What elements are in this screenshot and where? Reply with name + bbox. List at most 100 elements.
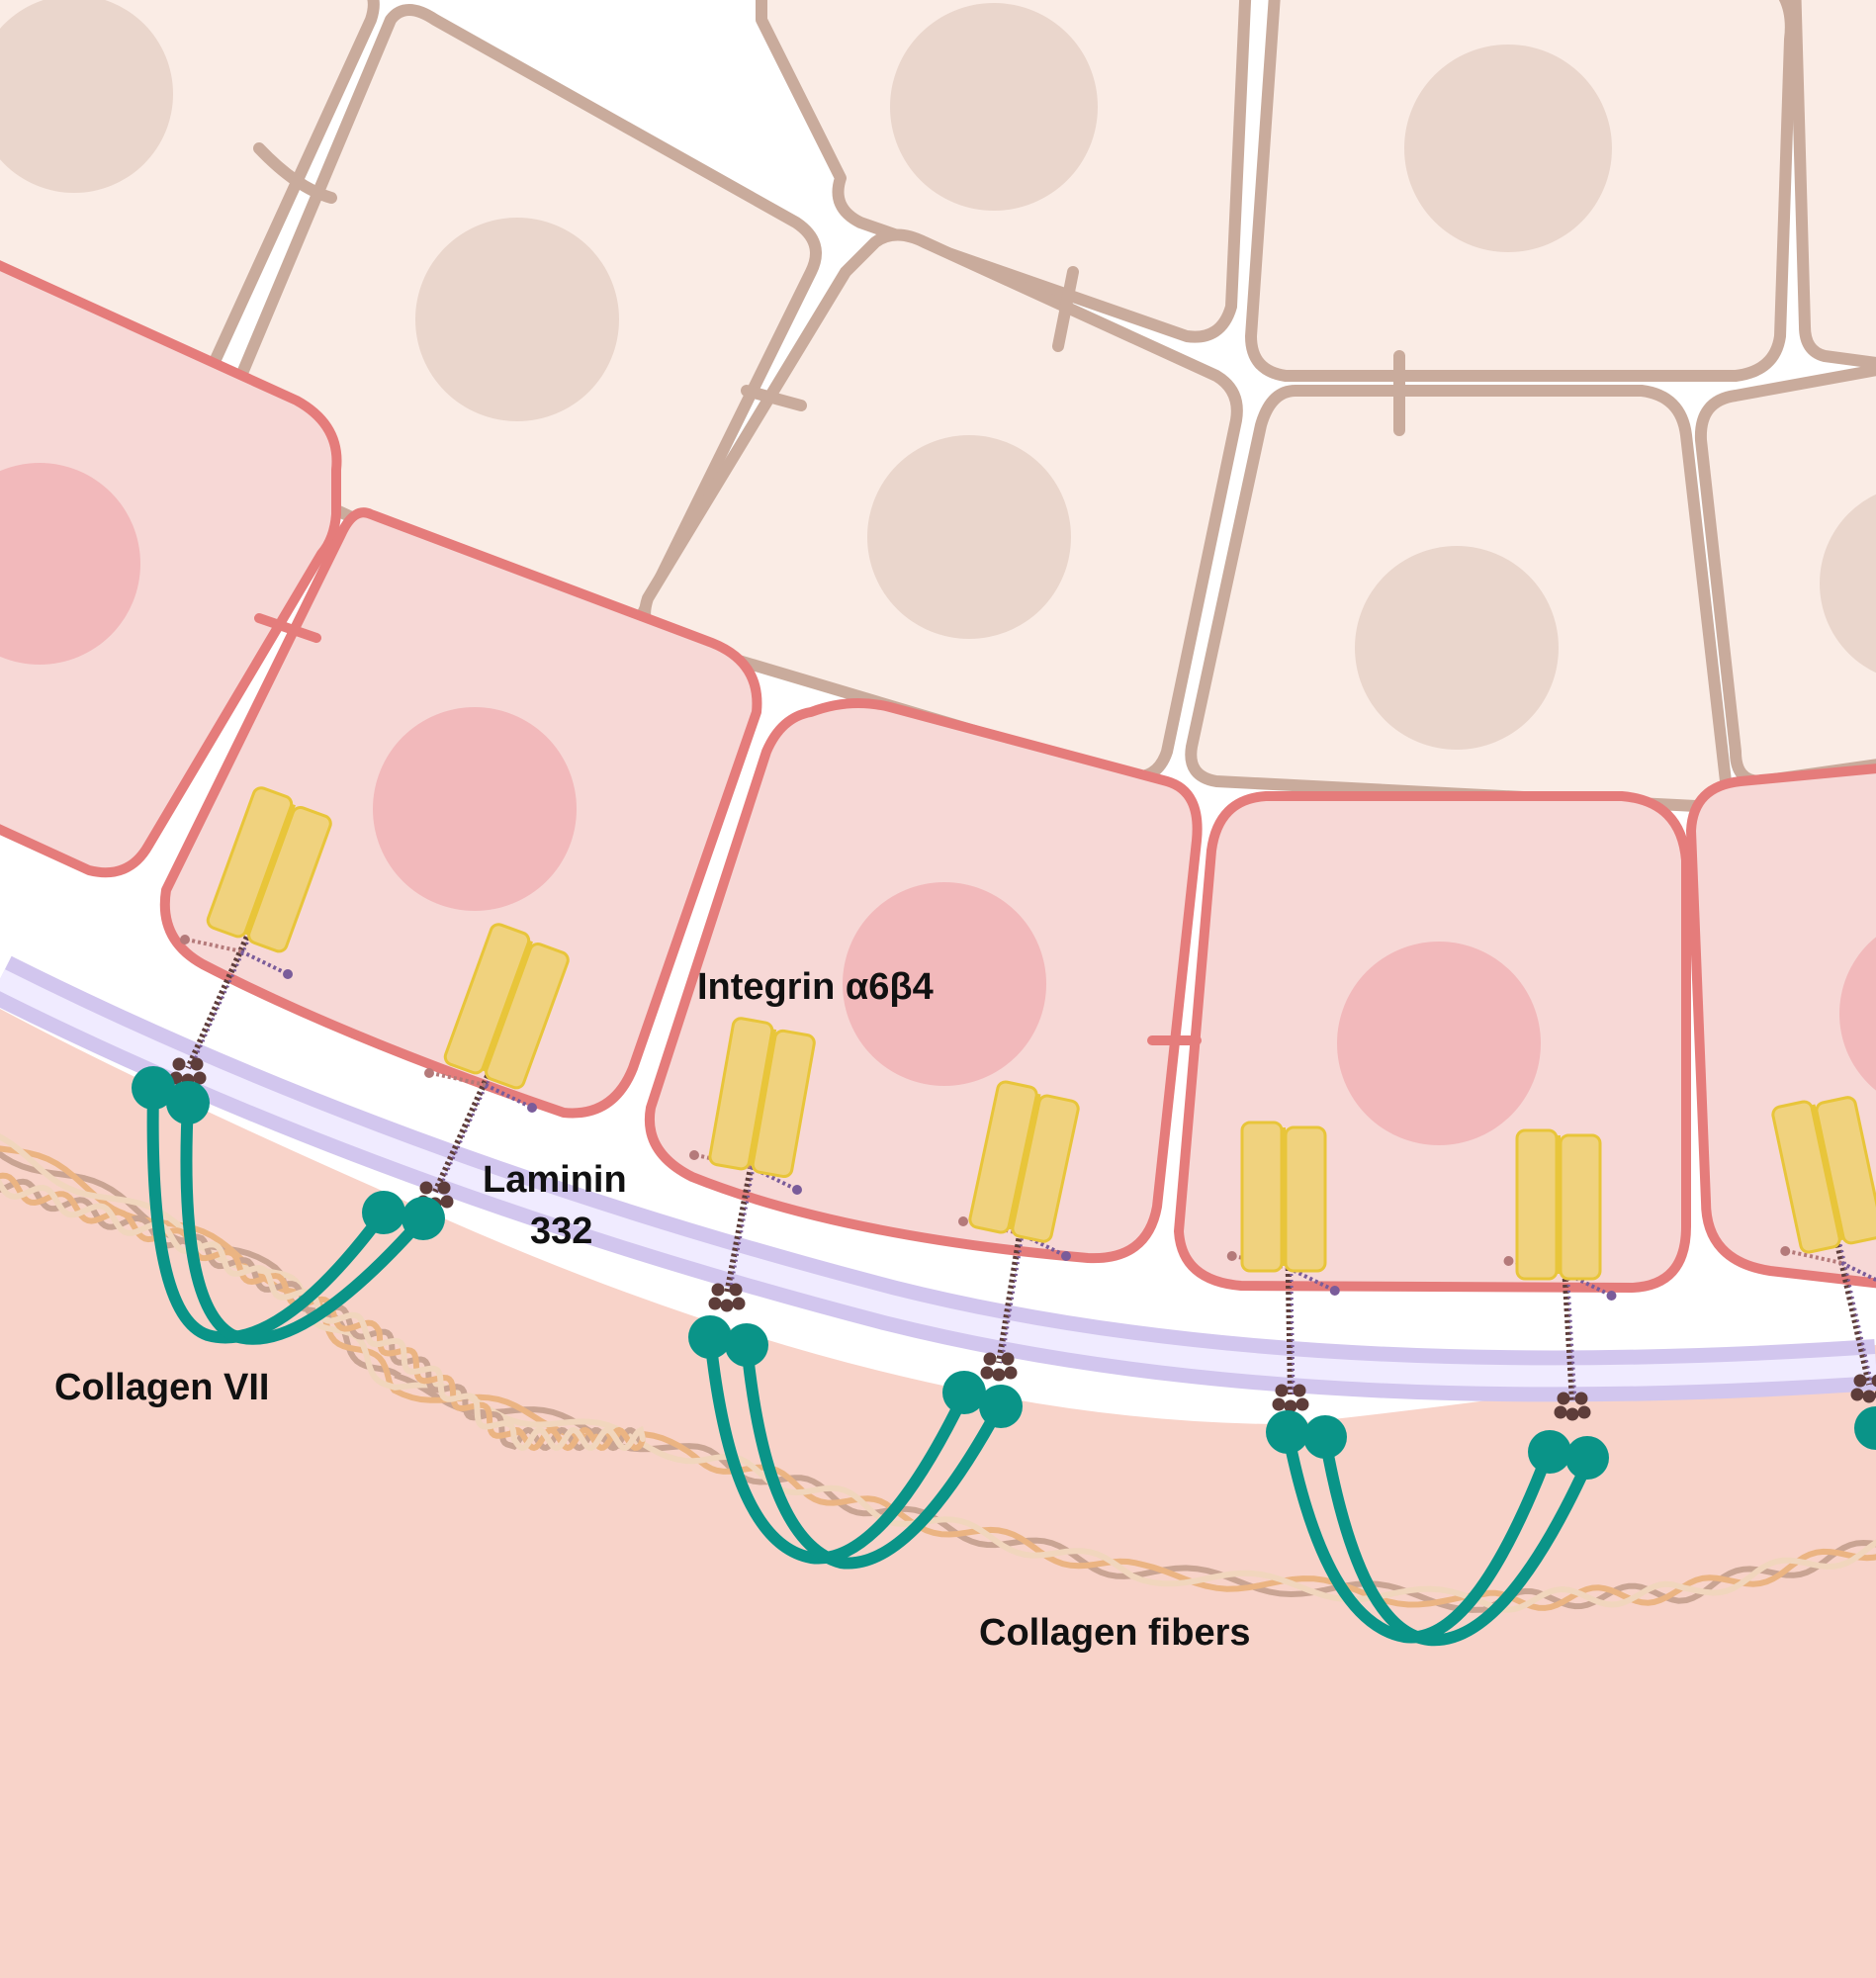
nucleus bbox=[0, 463, 140, 665]
laminin-arm-knob bbox=[689, 1150, 699, 1160]
laminin-strand bbox=[1833, 1220, 1874, 1386]
collagen-vii-heads bbox=[132, 1066, 1876, 1480]
laminin-strand bbox=[1560, 1230, 1575, 1403]
integrin-seam bbox=[482, 940, 533, 1072]
basal-junctions bbox=[254, 613, 1202, 1045]
cell-junctions bbox=[253, 142, 1405, 436]
integrin-a6b4 bbox=[708, 1017, 816, 1179]
laminin-arm-knob bbox=[1226, 1251, 1237, 1261]
laminin-strand bbox=[1563, 1230, 1577, 1403]
nucleus bbox=[867, 435, 1071, 639]
label-collagen-vii: Collagen VII bbox=[54, 1367, 269, 1408]
laminin-arm-knob bbox=[792, 1185, 802, 1195]
collagen-vii-fibril bbox=[741, 1339, 1007, 1570]
integrin-a6b4 bbox=[1240, 1121, 1327, 1273]
lamina-densa-light bbox=[0, 969, 1876, 1388]
laminin-strand bbox=[996, 1191, 1029, 1364]
laminin-terminal bbox=[729, 1283, 743, 1297]
nucleus bbox=[415, 218, 619, 421]
collagen-vii-head bbox=[942, 1371, 986, 1414]
collagen-vii-head bbox=[979, 1385, 1023, 1428]
collagen-vii-fibril bbox=[704, 1331, 970, 1565]
integrin-alpha6 bbox=[968, 1080, 1038, 1234]
integrin-beta4 bbox=[247, 805, 332, 953]
collagen-vii-head bbox=[1266, 1410, 1309, 1454]
collagen-vii-fibril bbox=[180, 1097, 426, 1345]
suprabasal-cell bbox=[1789, 0, 1876, 369]
nucleus bbox=[890, 3, 1098, 211]
laminin-strand bbox=[185, 908, 262, 1070]
integrin-a6b4 bbox=[206, 786, 332, 953]
laminin-terminal bbox=[1862, 1390, 1876, 1403]
integrin-beta4 bbox=[1284, 1125, 1327, 1273]
collagen-vii-head bbox=[725, 1323, 768, 1367]
laminin-terminal bbox=[1577, 1405, 1591, 1419]
junction bbox=[741, 385, 807, 411]
collagen-fiber-strand bbox=[0, 1178, 646, 1452]
integrin-beta4 bbox=[1815, 1096, 1876, 1245]
laminin-terminal bbox=[419, 1181, 433, 1195]
laminin-terminal bbox=[1001, 1352, 1015, 1366]
nucleus bbox=[1337, 942, 1541, 1145]
laminin-arm-knob bbox=[283, 969, 293, 979]
integrin-a6b4 bbox=[968, 1080, 1080, 1243]
nucleus bbox=[1820, 494, 1876, 674]
integrin-a6b4 bbox=[1515, 1128, 1602, 1281]
laminin-arm-knob bbox=[1329, 1286, 1340, 1296]
label-laminin-line2: 332 bbox=[530, 1211, 592, 1252]
laminin-terminal bbox=[1853, 1374, 1867, 1388]
nucleus bbox=[1355, 546, 1559, 750]
collagen-fiber-strand bbox=[0, 1172, 646, 1452]
collagen-vii-head bbox=[1565, 1436, 1609, 1480]
label-laminin-line1: Laminin bbox=[483, 1159, 627, 1201]
collagen-vii-fibril bbox=[146, 1082, 387, 1344]
laminin-arm-knob bbox=[1780, 1246, 1791, 1256]
laminin-arm-knob bbox=[1061, 1251, 1071, 1261]
laminin-terminal bbox=[720, 1299, 734, 1312]
integrin-alpha6 bbox=[1771, 1100, 1841, 1254]
laminin-strand bbox=[728, 1124, 763, 1295]
collagen-vii-group bbox=[146, 1082, 1593, 1647]
laminin-terminal bbox=[190, 1057, 204, 1071]
laminin-terminal bbox=[1272, 1397, 1286, 1411]
laminin-strand bbox=[1830, 1220, 1872, 1386]
integrin-alpha6 bbox=[1515, 1128, 1559, 1281]
junction bbox=[254, 613, 321, 643]
laminin-terminal bbox=[708, 1297, 722, 1310]
laminin-332 bbox=[689, 1060, 802, 1312]
laminin-strand bbox=[1285, 1225, 1294, 1395]
collagen-vii-head bbox=[688, 1315, 732, 1359]
collagen-vii-fibril bbox=[1319, 1433, 1593, 1647]
laminin-arm bbox=[240, 949, 287, 975]
laminin-arm bbox=[1840, 1261, 1876, 1283]
nucleus bbox=[1404, 45, 1612, 252]
integrin-seam bbox=[1811, 1104, 1844, 1241]
laminin-terminal bbox=[1293, 1384, 1306, 1397]
laminin-terminal bbox=[1004, 1366, 1018, 1380]
laminin-terminal bbox=[1574, 1392, 1588, 1405]
laminin-terminal bbox=[1850, 1388, 1864, 1401]
laminin-terminal bbox=[437, 1181, 451, 1195]
collagen-vii-head bbox=[166, 1081, 210, 1124]
collagen-vii-head bbox=[362, 1191, 405, 1234]
laminin-terminal bbox=[1295, 1397, 1309, 1411]
laminin-terminal bbox=[172, 1057, 186, 1071]
label-integrin: Integrin α6β4 bbox=[697, 966, 934, 1008]
laminin-terminal bbox=[983, 1352, 997, 1366]
integrin-a6b4 bbox=[443, 923, 570, 1090]
suprabasal-nuclei bbox=[0, 0, 1876, 750]
nucleus bbox=[843, 882, 1046, 1086]
junction bbox=[253, 142, 337, 204]
collagen-vii-head bbox=[402, 1197, 445, 1240]
basal-nuclei bbox=[0, 463, 1876, 1145]
laminin-terminal bbox=[193, 1071, 207, 1085]
label-collagen-fibers: Collagen fibers bbox=[979, 1612, 1251, 1654]
collagen-vii-head bbox=[132, 1066, 175, 1110]
integrin-seam bbox=[748, 1029, 777, 1166]
laminin-arm-knob bbox=[424, 1068, 434, 1078]
collagen-vii-head bbox=[1528, 1430, 1571, 1474]
laminin-strand bbox=[1289, 1225, 1295, 1395]
laminin-terminal bbox=[992, 1368, 1006, 1382]
collagen-vii-head bbox=[1854, 1406, 1876, 1450]
